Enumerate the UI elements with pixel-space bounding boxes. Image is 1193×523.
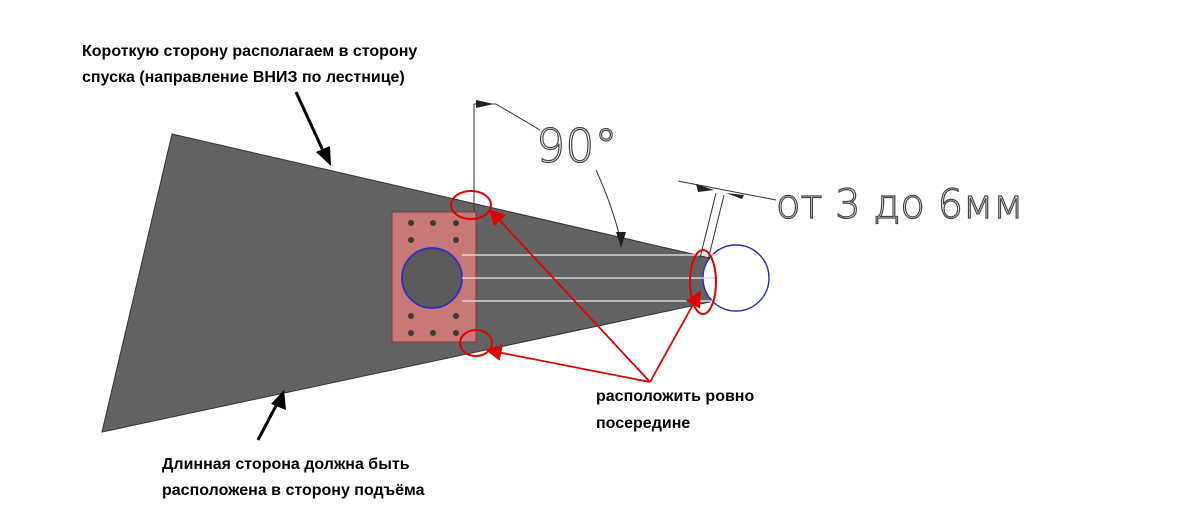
- bolt-hole: [408, 237, 414, 243]
- bolt-hole: [453, 220, 459, 226]
- highlight-bottom: [459, 329, 493, 357]
- angle-label: 90°: [536, 119, 618, 173]
- bolt-hole: [430, 220, 436, 226]
- highlight-tip: [689, 249, 717, 315]
- long-side-note-line2: расположена в сторону подъёма: [162, 482, 425, 499]
- short-side-note-line2: спуска (направление ВНИЗ по лестнице): [82, 69, 405, 86]
- center-note-line1: расположить ровно: [596, 388, 754, 405]
- bolt-hole: [453, 313, 459, 319]
- bolt-hole: [408, 220, 414, 226]
- short-side-note-line1: Короткую сторону располагаем в сторону: [82, 43, 417, 60]
- highlight-top: [450, 190, 492, 220]
- highlight-ellipses: [450, 190, 717, 357]
- center-note-line2: посередине: [596, 415, 690, 432]
- bolt-hole: [453, 237, 459, 243]
- bolt-hole: [408, 313, 414, 319]
- long-side-note-line1: Длинная сторона должна быть: [162, 456, 410, 473]
- gap-dimension: [677, 180, 777, 261]
- column-circle-left: [401, 247, 463, 309]
- bolt-hole: [453, 330, 459, 336]
- center-arrows: [485, 208, 701, 383]
- gap-label: от 3 до 6мм: [776, 182, 1023, 228]
- plate-holes: [408, 220, 459, 336]
- bolt-hole: [408, 330, 414, 336]
- angle-dimension: [473, 100, 626, 248]
- note-arrows: [256, 91, 331, 441]
- centre-guide-lines: [462, 254, 718, 302]
- bolt-hole: [430, 330, 436, 336]
